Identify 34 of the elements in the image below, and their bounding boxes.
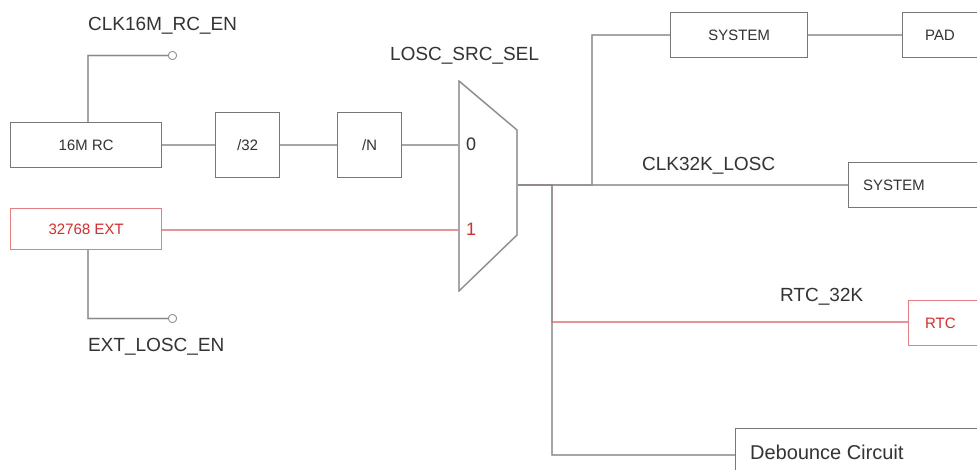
block-box bbox=[735, 428, 977, 470]
connector-line bbox=[162, 144, 215, 146]
multiplexer bbox=[458, 80, 518, 292]
connector-line bbox=[808, 34, 902, 36]
block-label: SYSTEM bbox=[708, 26, 770, 44]
block-label: 16M RC bbox=[58, 136, 114, 154]
block-box bbox=[902, 12, 977, 58]
block-box bbox=[670, 12, 808, 58]
block-label: PAD bbox=[925, 26, 955, 44]
block-label: RTC bbox=[925, 314, 956, 332]
terminal-circle bbox=[168, 51, 177, 60]
connector-line bbox=[402, 144, 458, 146]
block-box bbox=[10, 122, 162, 168]
connector-line bbox=[280, 144, 337, 146]
block-box bbox=[10, 208, 162, 250]
connector-line bbox=[162, 229, 458, 231]
input-label: 0 bbox=[466, 134, 476, 155]
signal-label: CLK16M_RC_EN bbox=[88, 14, 237, 36]
block-box bbox=[337, 112, 402, 178]
input-label: 1 bbox=[466, 219, 476, 240]
signal-label: LOSC_SRC_SEL bbox=[390, 44, 539, 66]
block-label: SYSTEM bbox=[863, 176, 925, 194]
connector-line bbox=[87, 54, 168, 122]
signal-label: EXT_LOSC_EN bbox=[88, 335, 224, 357]
edge-label: CLK32K_LOSC bbox=[640, 154, 778, 176]
terminal-circle bbox=[168, 314, 177, 323]
block-label: /32 bbox=[237, 136, 258, 154]
connector-line bbox=[518, 184, 735, 456]
connector-line bbox=[87, 250, 168, 320]
block-box bbox=[215, 112, 280, 178]
block-label: 32768 EXT bbox=[48, 220, 124, 238]
block-box bbox=[848, 162, 977, 208]
block-label: Debounce Circuit bbox=[750, 442, 904, 464]
block-label: /N bbox=[362, 136, 377, 154]
